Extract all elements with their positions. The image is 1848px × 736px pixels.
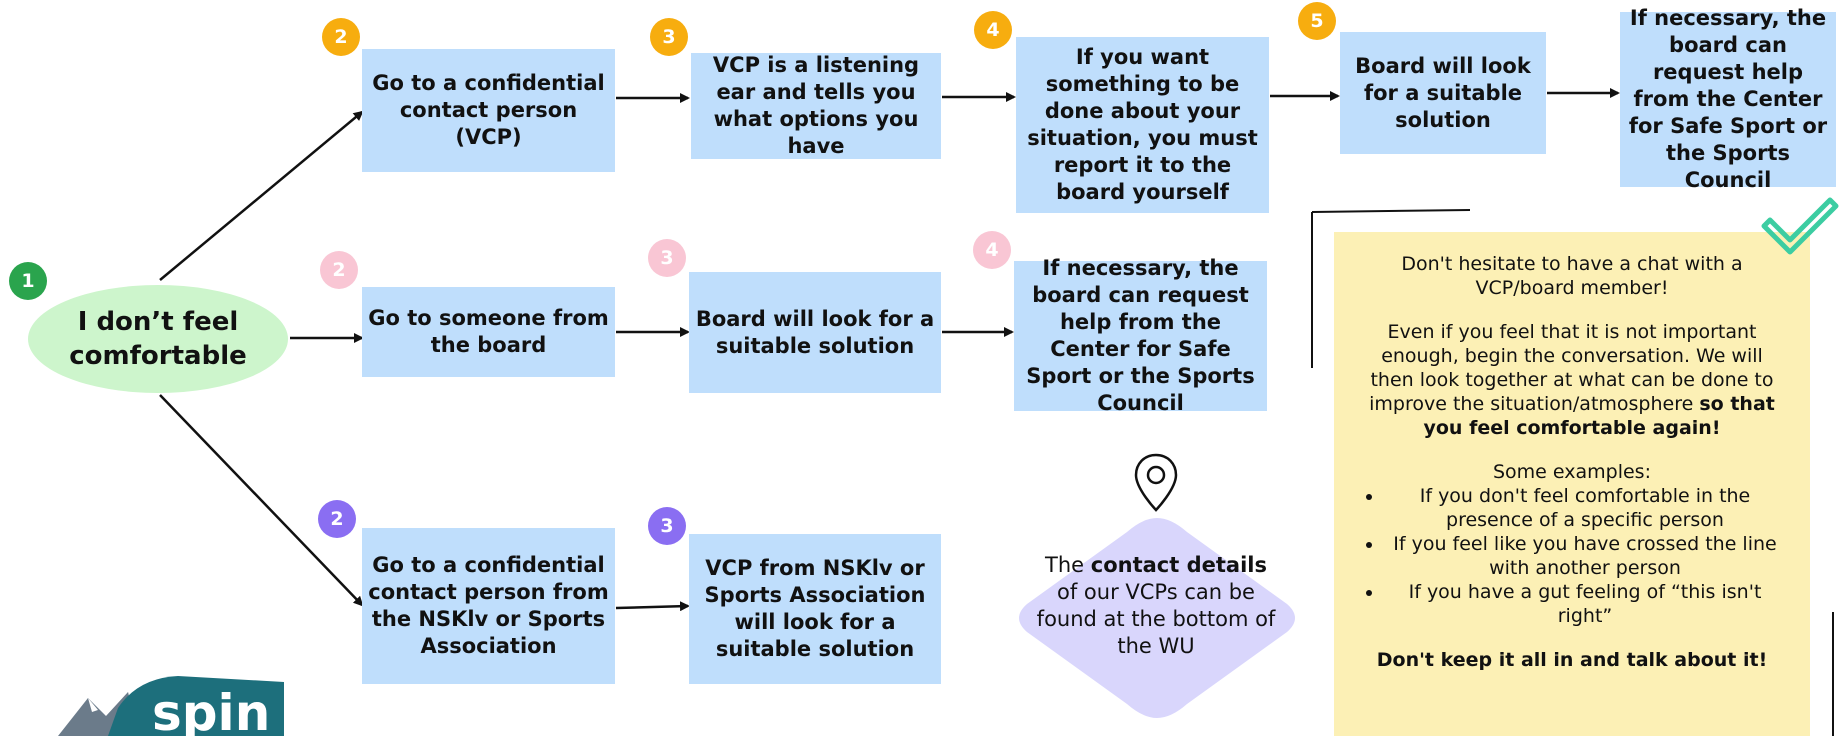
path2-step3-badge: 3: [648, 239, 686, 277]
path1-step5-text: Board will look for a suitable solution: [1355, 53, 1531, 132]
logo-text: spin: [152, 684, 270, 736]
path2-step4-box: If necessary, the board can request help…: [1014, 256, 1267, 415]
path1-step4-badge: 4: [974, 11, 1012, 49]
path2-step2-box: Go to someone from the board: [362, 287, 615, 377]
path2-step2-text: Go to someone from the board: [368, 306, 609, 357]
path3-step2-text: Go to a confidential contact person from…: [368, 553, 609, 658]
path2-step3-box: Board will look for a suitable solution: [689, 272, 941, 393]
advice-note: Don't hesitate to have a chat with a VCP…: [1334, 232, 1810, 736]
checkmark-icon: [1761, 197, 1839, 255]
contact-details-text: The contact details of our VCPs can be f…: [1036, 552, 1276, 660]
path1-step5-badge: 5: [1298, 2, 1336, 40]
note-body: Even if you feel that it is not importan…: [1358, 320, 1786, 440]
path3-step2-badge: 2: [318, 500, 356, 538]
note-example-item: If you have a gut feeling of “this isn't…: [1384, 580, 1786, 628]
note-examples-list: If you don't feel comfortable in the pre…: [1358, 484, 1786, 628]
arrow-p3-2-3: [615, 601, 690, 612]
path2-step4-text: If necessary, the board can request help…: [1026, 256, 1255, 415]
path1-step2-box: Go to a confidential contact person (VCP…: [362, 49, 615, 172]
path2-step3-text: Board will look for a suitable solution: [695, 306, 935, 358]
path1-step4-text: If you want something to be done about y…: [1027, 45, 1258, 204]
path1-step2-badge: 2: [322, 18, 360, 56]
path1-step6-text: If necessary, the board can request help…: [1628, 6, 1828, 192]
note-intro: Don't hesitate to have a chat with a VCP…: [1401, 253, 1743, 299]
start-node-label: I don’t feel comfortable: [69, 307, 247, 371]
path2-step4-badge: 4: [973, 231, 1011, 269]
path1-step2-text: Go to a confidential contact person (VCP…: [372, 71, 605, 149]
note-example-item: If you feel like you have crossed the li…: [1384, 532, 1786, 580]
path1-step4-box: If you want something to be done about y…: [1016, 37, 1269, 213]
spin-logo: spin: [58, 676, 284, 736]
contact-text-pre: The: [1045, 553, 1091, 577]
path3-step2-box: Go to a confidential contact person from…: [362, 528, 615, 684]
path3-step3-box: VCP from NSKlv or Sports Association wil…: [689, 534, 941, 684]
arrow-start-to-path1: [159, 110, 364, 281]
path1-step3-badge: 3: [650, 18, 688, 56]
path3-step3-text: VCP from NSKlv or Sports Association wil…: [704, 556, 926, 661]
contact-diamond: [1019, 518, 1295, 718]
note-body-text: Even if you feel that it is not importan…: [1369, 321, 1774, 415]
path2-step2-badge: 2: [320, 251, 358, 289]
note-examples-title: Some examples:: [1492, 461, 1651, 483]
location-pin-icon: [1134, 453, 1178, 512]
path1-step5-box: Board will look for a suitable solution: [1340, 32, 1546, 154]
contact-text-bold: contact details: [1090, 553, 1267, 577]
bracket-line-top: [1311, 209, 1471, 213]
start-node: I don’t feel comfortable: [28, 285, 288, 393]
arrow-start-to-path3: [159, 394, 364, 607]
start-step-badge: 1: [9, 262, 47, 300]
path1-step3-text: VCP is a listening ear and tells you wha…: [712, 53, 920, 158]
path1-step3-box: VCP is a listening ear and tells you wha…: [691, 53, 941, 159]
note-closing: Don't keep it all in and talk about it!: [1376, 649, 1768, 671]
note-example-item: If you don't feel comfortable in the pre…: [1384, 484, 1786, 532]
contact-text-post: of our VCPs can be found at the bottom o…: [1036, 580, 1276, 658]
path3-step3-badge: 3: [648, 507, 686, 545]
note-body-bold: so that you feel comfortable again!: [1423, 393, 1775, 439]
path1-step6-box: If necessary, the board can request help…: [1620, 6, 1836, 192]
